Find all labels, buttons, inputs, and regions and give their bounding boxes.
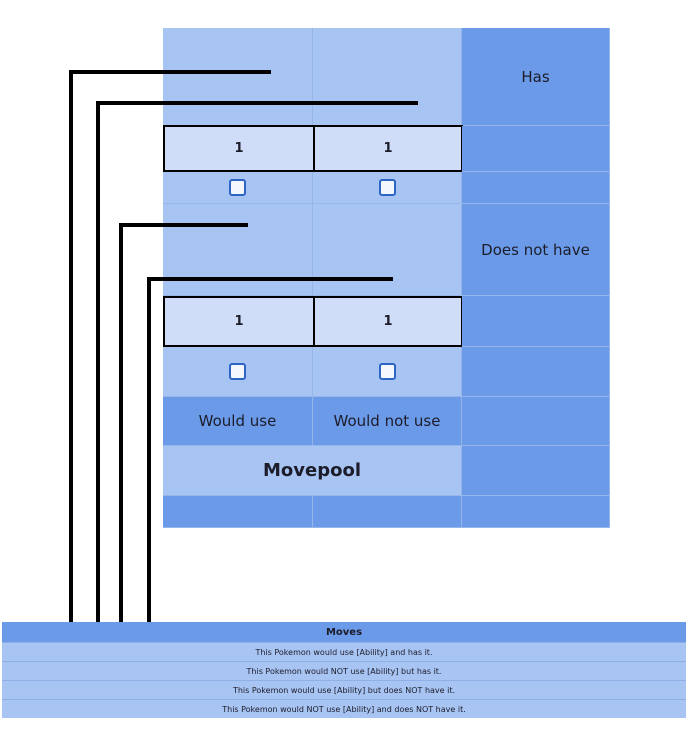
movepool-title: Movepool xyxy=(262,460,361,481)
value-cell-has-would-not-use[interactable]: 1 xyxy=(313,125,463,172)
grid-cell-bottom-middle xyxy=(313,496,462,528)
checkbox-cell-not-have-would-use xyxy=(163,347,313,397)
connector-1-horizontal xyxy=(69,70,271,74)
row-label-has-text: Has xyxy=(521,67,550,86)
legend-header-text: Moves xyxy=(325,626,363,638)
legend-row: This Pokemon would NOT use [Ability] but… xyxy=(2,661,686,680)
grid-cell-right-3 xyxy=(462,172,610,204)
column-label-would-use-text: Would use xyxy=(198,412,277,430)
checkbox-not-have-would-use[interactable] xyxy=(229,363,246,380)
grid-cell-top-left xyxy=(163,28,313,126)
grid-cell-mid-left xyxy=(163,204,313,296)
grid-cell-right-7 xyxy=(462,397,610,446)
value-cell-not-have-would-not-use[interactable]: 1 xyxy=(313,296,463,347)
value-not-have-would-use: 1 xyxy=(234,314,244,329)
column-label-would-use: Would use xyxy=(163,397,313,446)
connector-2-horizontal xyxy=(96,101,418,105)
checkbox-not-have-would-not-use[interactable] xyxy=(378,363,396,380)
legend-row-text: This Pokemon would use [Ability] and has… xyxy=(255,647,433,657)
legend-row: This Pokemon would use [Ability] but doe… xyxy=(2,680,686,699)
grid-cell-top-middle xyxy=(313,28,462,126)
checkbox-cell-not-have-would-not-use xyxy=(313,347,462,397)
checkbox-has-would-use[interactable] xyxy=(229,179,246,196)
checkbox-cell-has-would-not-use xyxy=(313,172,462,204)
grid-cell-right-8 xyxy=(462,446,610,496)
grid-cell-right-5 xyxy=(462,296,610,347)
legend-row-text: This Pokemon would NOT use [Ability] and… xyxy=(222,704,466,714)
grid-cell-right-2 xyxy=(462,126,610,172)
checkbox-has-would-not-use[interactable] xyxy=(378,179,396,196)
value-not-have-would-not-use: 1 xyxy=(383,314,393,329)
row-label-does-not-have-text: Does not have xyxy=(481,240,590,259)
connector-4-horizontal xyxy=(147,277,393,281)
legend-row-text: This Pokemon would use [Ability] but doe… xyxy=(232,685,456,695)
connector-1-vertical xyxy=(69,70,73,658)
row-label-does-not-have: Does not have xyxy=(462,204,610,296)
row-label-has: Has xyxy=(462,28,610,126)
connector-2-vertical xyxy=(96,101,100,677)
value-has-would-not-use: 1 xyxy=(383,141,393,156)
legend-header: Moves xyxy=(2,622,686,642)
grid-cell-right-6 xyxy=(462,347,610,397)
legend-row: This Pokemon would use [Ability] and has… xyxy=(2,642,686,661)
connector-4-vertical xyxy=(147,277,151,715)
column-label-would-not-use-text: Would not use xyxy=(333,412,441,430)
value-cell-not-have-would-use[interactable]: 1 xyxy=(163,296,315,347)
movepool-title-cell: Movepool xyxy=(163,446,462,496)
grid-cell-bottom-left xyxy=(163,496,313,528)
checkbox-cell-has-would-use xyxy=(163,172,313,204)
connector-3-vertical xyxy=(119,223,123,695)
column-label-would-not-use: Would not use xyxy=(313,397,462,446)
legend-row-text: This Pokemon would NOT use [Ability] but… xyxy=(246,666,442,676)
value-cell-has-would-use[interactable]: 1 xyxy=(163,125,315,172)
value-has-would-use: 1 xyxy=(234,141,244,156)
legend-row: This Pokemon would NOT use [Ability] and… xyxy=(2,699,686,718)
connector-3-horizontal xyxy=(119,223,248,227)
grid-cell-bottom-right xyxy=(462,496,610,528)
grid-cell-mid-middle xyxy=(313,204,462,296)
